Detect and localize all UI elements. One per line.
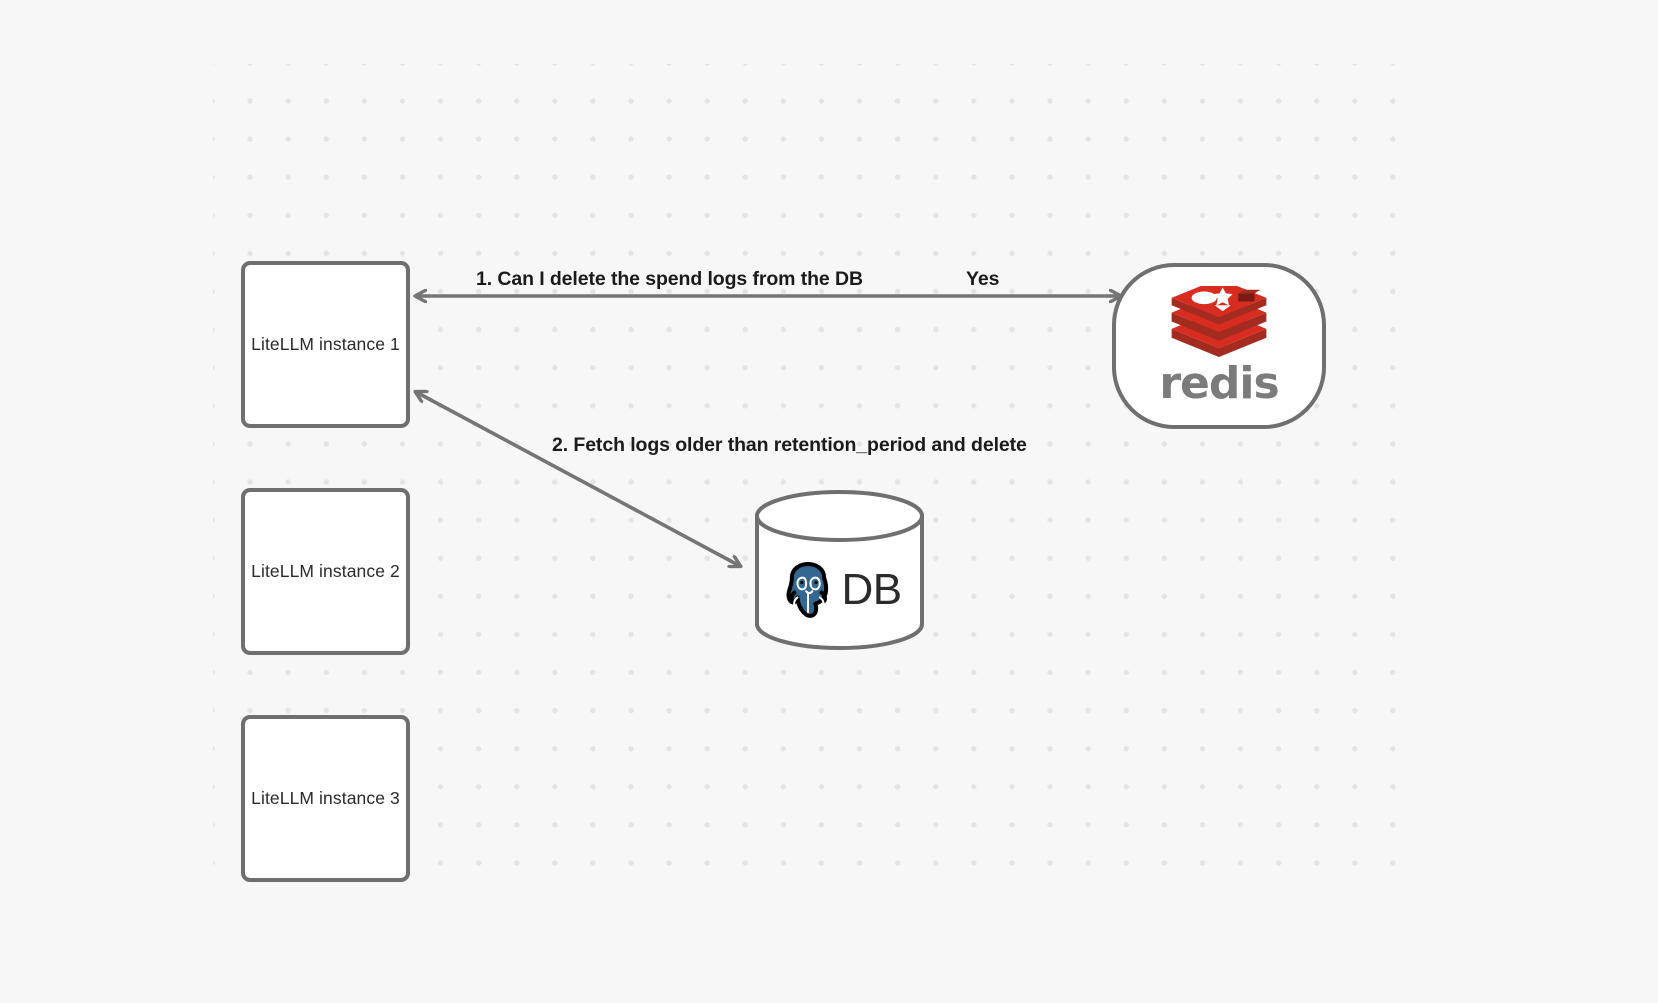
- node-litellm-instance-1[interactable]: LiteLLM instance 1: [241, 261, 410, 428]
- node-redis[interactable]: redis: [1112, 263, 1326, 429]
- database-label: DB: [841, 565, 902, 614]
- postgresql-elephant-icon: [786, 561, 829, 618]
- cylinder-shape-icon: [755, 490, 924, 650]
- node-label: LiteLLM instance 3: [251, 788, 400, 808]
- redis-wordmark: redis: [1159, 358, 1279, 409]
- edge-label-yes: Yes: [966, 268, 1000, 290]
- node-litellm-instance-2[interactable]: LiteLLM instance 2: [241, 488, 410, 655]
- node-label: LiteLLM instance 1: [251, 334, 400, 354]
- node-label: LiteLLM instance 2: [251, 561, 400, 581]
- redis-logo-icon: [1171, 286, 1267, 358]
- database-logo-row: DB: [753, 542, 926, 638]
- edge-label-step-1: 1. Can I delete the spend logs from the …: [476, 268, 863, 290]
- edge-label-step-2: 2. Fetch logs older than retention_perio…: [552, 434, 1027, 456]
- node-litellm-instance-3[interactable]: LiteLLM instance 3: [241, 715, 410, 882]
- node-database[interactable]: DB: [753, 490, 926, 650]
- edge-litellm1-database: [416, 392, 740, 566]
